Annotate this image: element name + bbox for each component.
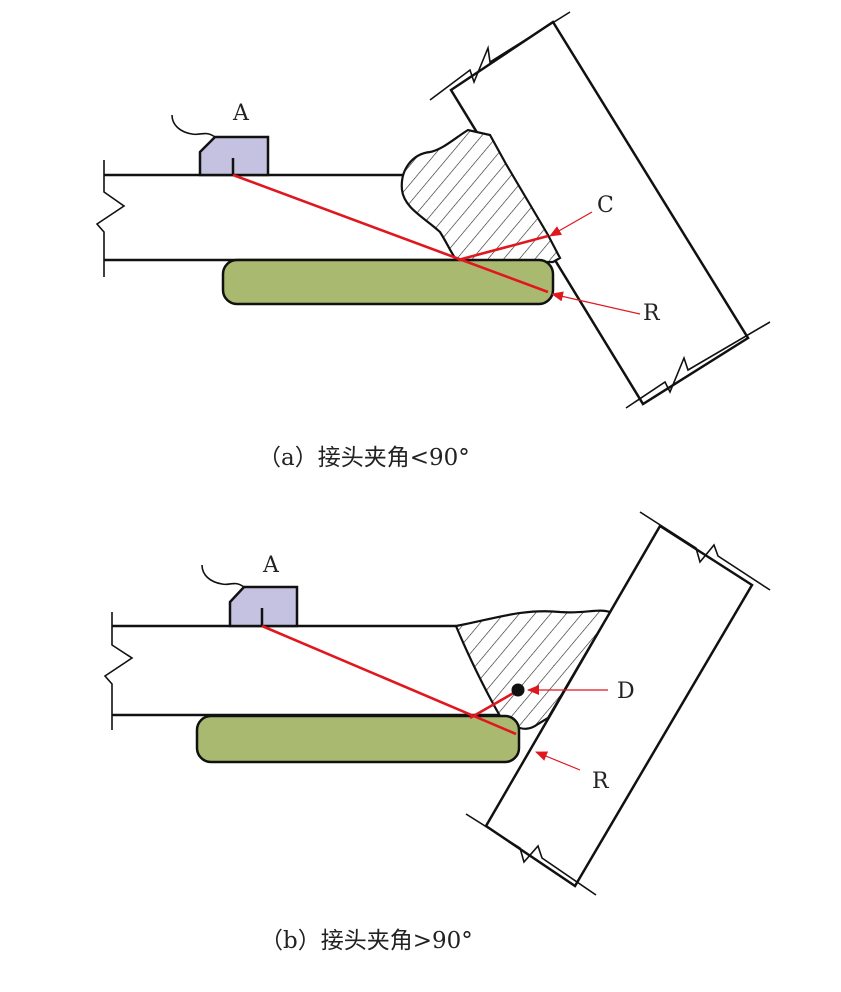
pointer-c bbox=[549, 211, 593, 237]
backing-strip-b bbox=[195, 714, 521, 764]
inclined-plate-a bbox=[429, 11, 771, 409]
diagram-b: A D R （b）接头夹角>90° bbox=[103, 511, 771, 954]
beam-paths-b bbox=[261, 624, 518, 736]
beam-paths-a bbox=[232, 173, 549, 294]
defect-point-d bbox=[511, 683, 525, 697]
label-r-a: R bbox=[643, 301, 661, 326]
pointer-r-a bbox=[551, 291, 641, 315]
label-r-b: R bbox=[592, 769, 610, 794]
label-c: C bbox=[597, 193, 614, 218]
probe-label-a: A bbox=[232, 101, 250, 126]
label-d: D bbox=[617, 679, 635, 704]
probe-b bbox=[201, 564, 299, 628]
probe-label-b: A bbox=[262, 553, 280, 578]
probe-a bbox=[171, 114, 270, 177]
inclined-plate-b bbox=[465, 511, 771, 896]
caption-b: （b）接头夹角>90° bbox=[260, 928, 473, 954]
backing-strip-a bbox=[221, 258, 555, 306]
pointer-r-b bbox=[535, 751, 581, 771]
diagram-a: A C R （a）接头夹角<90° bbox=[95, 11, 771, 471]
caption-a: （a）接头夹角<90° bbox=[258, 445, 470, 471]
weld-b bbox=[454, 609, 612, 730]
horizontal-plate-b bbox=[103, 612, 500, 730]
